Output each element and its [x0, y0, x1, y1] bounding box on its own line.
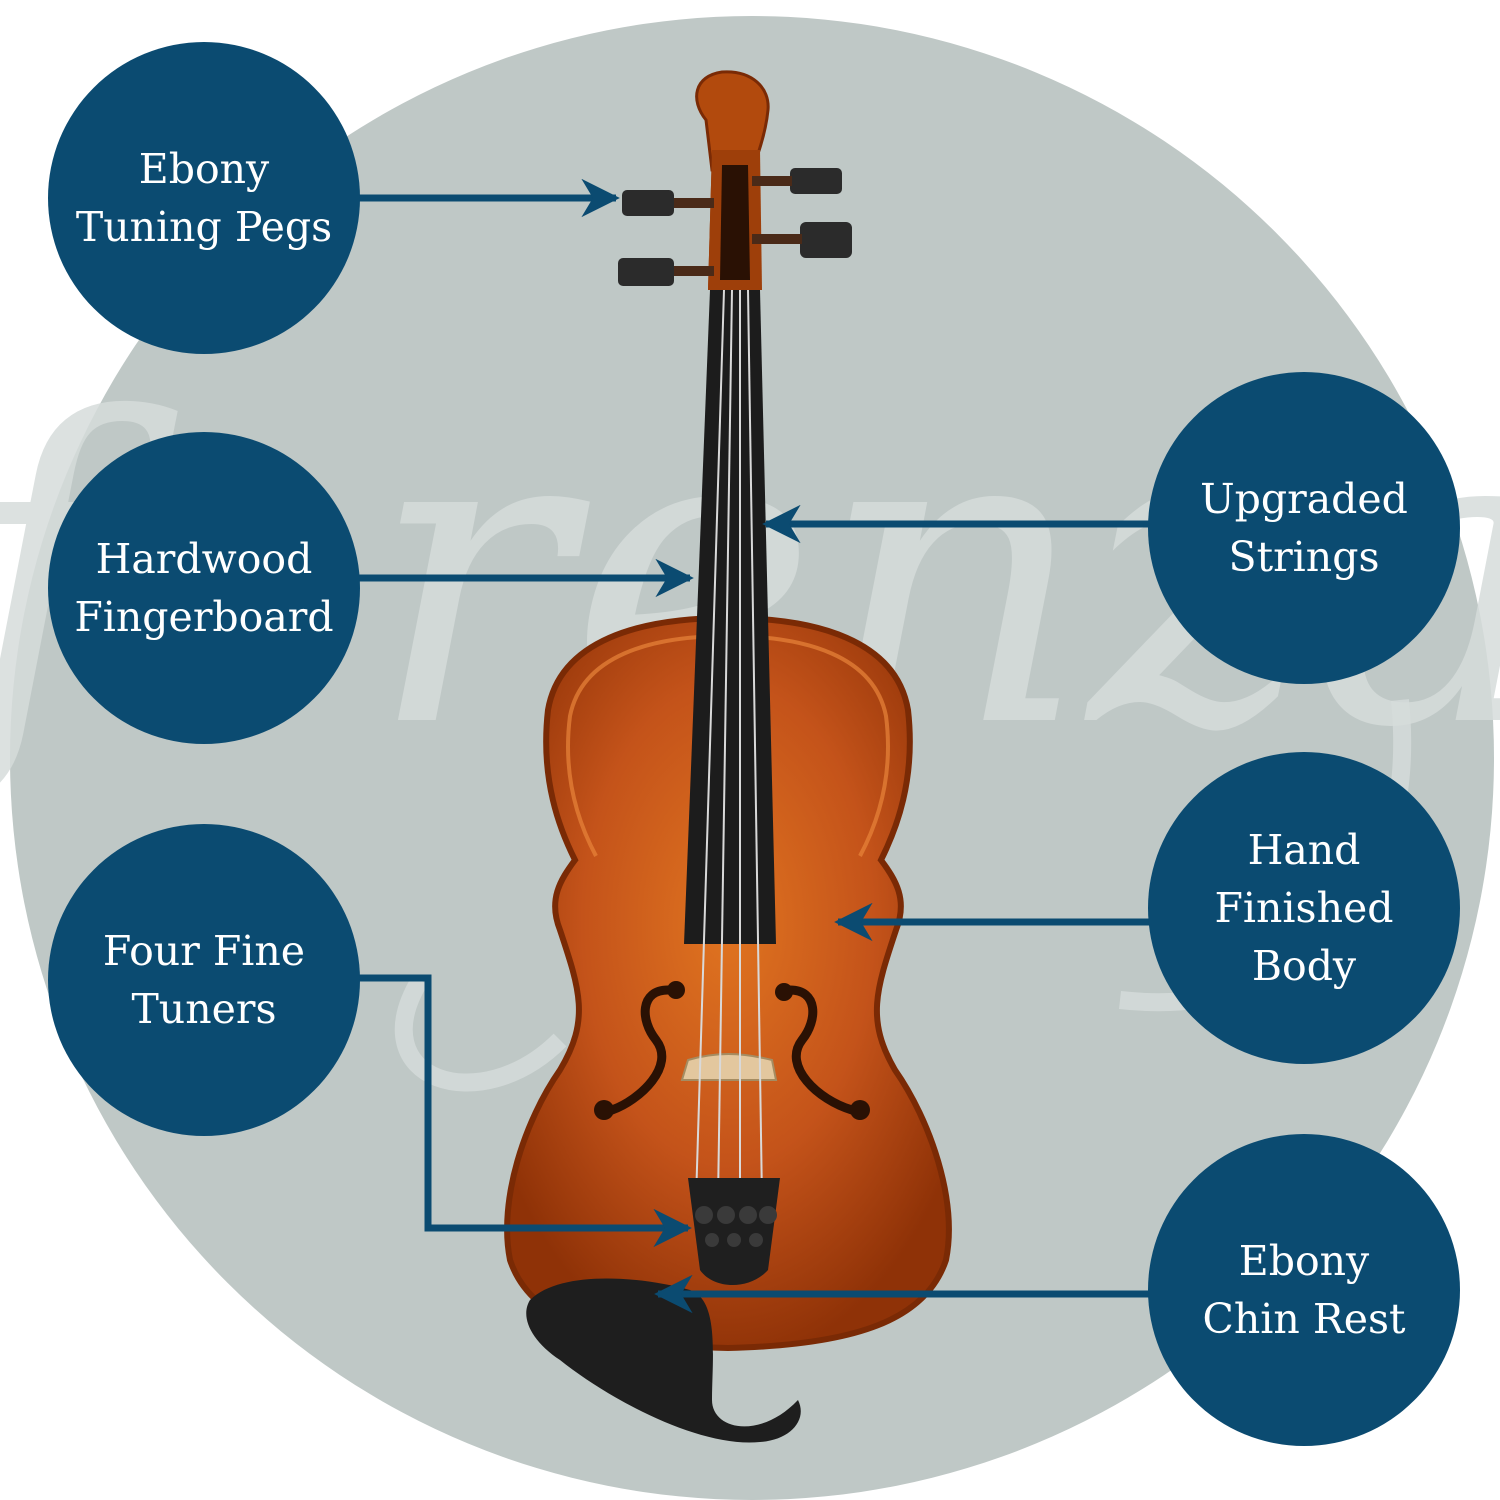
f-hole-right-top	[775, 983, 793, 1001]
callout-fingerboard-text: Hardwood Fingerboard	[74, 530, 333, 646]
callout-line: Upgraded	[1200, 475, 1408, 523]
callout-fingerboard: Hardwood Fingerboard	[48, 432, 360, 744]
f-hole-right-bottom	[850, 1100, 870, 1120]
callout-line: Strings	[1228, 533, 1380, 581]
callout-strings-text: Upgraded Strings	[1200, 470, 1408, 586]
callout-line: Fingerboard	[74, 593, 334, 641]
callout-tuning-pegs: Ebony Tuning Pegs	[48, 42, 360, 354]
callout-line: Tuning Pegs	[75, 203, 333, 251]
callout-line: Hardwood	[95, 535, 313, 583]
callout-body: Hand Finished Body	[1148, 752, 1460, 1064]
callout-line: Ebony	[1238, 1237, 1370, 1285]
callout-fine-tuners: Four Fine Tuners	[48, 824, 360, 1136]
callout-line: Tuners	[131, 985, 277, 1033]
callout-line: Chin Rest	[1202, 1295, 1406, 1343]
tuning-pegs	[618, 168, 852, 286]
f-hole-right	[785, 985, 857, 1115]
violin-bridge	[680, 1053, 778, 1081]
callout-body-text: Hand Finished Body	[1214, 821, 1393, 995]
connectors	[358, 178, 1150, 1314]
callout-strings: Upgraded Strings	[1148, 372, 1460, 684]
tailpiece	[688, 1178, 780, 1285]
callout-line: Body	[1251, 942, 1357, 990]
strings	[695, 289, 763, 1201]
violin-body	[504, 614, 952, 1352]
violin-purfling	[566, 634, 890, 857]
callout-line: Hand	[1247, 826, 1361, 874]
f-hole-left	[607, 985, 673, 1115]
callout-tuning-pegs-text: Ebony Tuning Pegs	[76, 140, 332, 256]
f-hole-left-top	[667, 981, 685, 999]
callout-line: Ebony	[138, 145, 270, 193]
violin	[504, 70, 952, 1443]
callout-line: Finished	[1214, 884, 1394, 932]
callout-line: Four Fine	[102, 927, 306, 975]
fine-tuners	[695, 1206, 777, 1247]
callout-chin-rest-text: Ebony Chin Rest	[1203, 1232, 1406, 1348]
callout-chin-rest: Ebony Chin Rest	[1148, 1134, 1460, 1446]
callout-fine-tuners-text: Four Fine Tuners	[103, 922, 305, 1038]
chin-rest	[526, 1278, 801, 1443]
f-hole-left-bottom	[594, 1100, 614, 1120]
fingerboard	[684, 290, 776, 944]
arrow-fine-tuners	[358, 974, 692, 1248]
pegbox-opening	[720, 165, 750, 280]
